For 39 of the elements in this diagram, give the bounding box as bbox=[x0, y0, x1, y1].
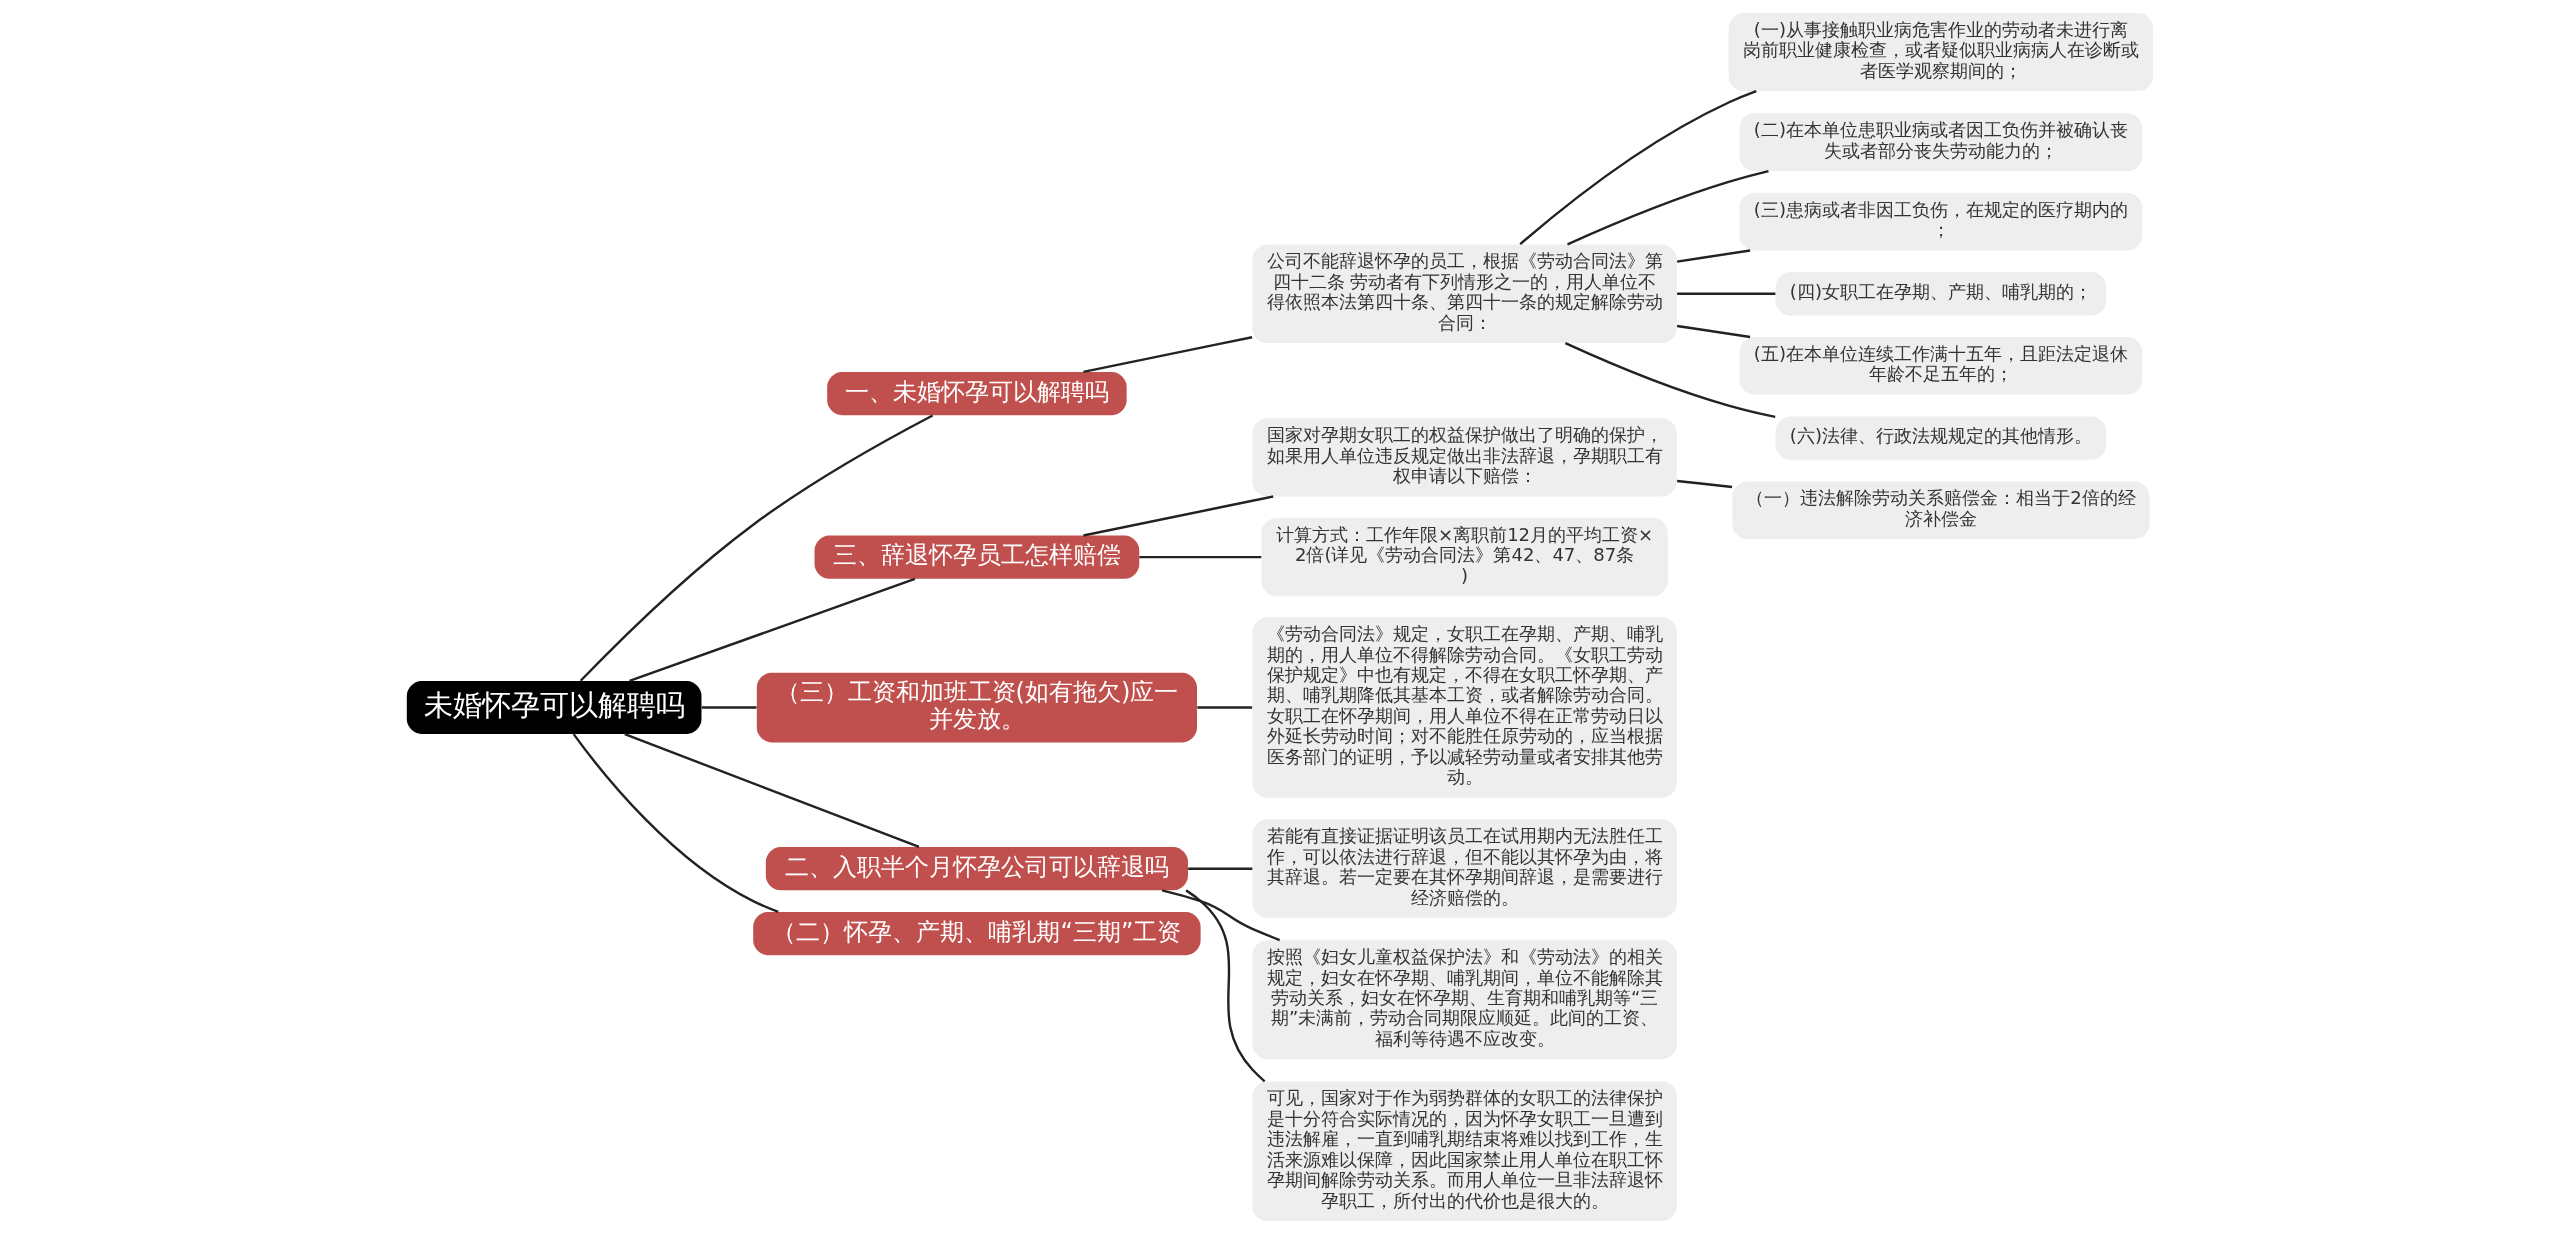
node-box: (二)在本单位患职业病或者因工负伤并被确认丧失或者部分丧失劳动能力的； bbox=[1739, 113, 2143, 172]
node-box: 国家对孕期女职工的权益保护做出了明确的保护，如果用人单位违反规定做出非法辞退，孕期职工有权申请以下赔偿： bbox=[1252, 418, 1677, 497]
connector bbox=[1564, 342, 1776, 419]
connector bbox=[1676, 324, 1751, 339]
node-box: 若能有直接证据证明该员工在试用期内无法胜任工作，可以依法进行辞退，但不能以其怀孕为由，将其辞退。若一定要在其怀孕期间辞退，是需要进行经济赔偿的。 bbox=[1252, 819, 1677, 918]
connector bbox=[1519, 90, 1757, 246]
connector bbox=[1083, 495, 1274, 537]
node-box: 《劳动合同法》规定，女职工在孕期、产期、哺乳期的，用人单位不得解除劳动合同。《女职工劳动保护规定》中也有规定，不得在女职工怀孕期、产期、哺乳期降低其基本工资，或者解除劳动合同。女职工在怀孕期间，用人单位不得在正常劳动日以外延长劳动时间；对不能胜任原劳动的，应当根据医务部门的证明，予以减轻劳动量或者安排其他劳动。 bbox=[1252, 617, 1677, 798]
connector bbox=[1185, 889, 1266, 1083]
connector bbox=[1083, 336, 1253, 374]
connector bbox=[1676, 249, 1751, 263]
connector bbox=[1677, 292, 1776, 295]
node-box: (六)法律、行政法规规定的其他情形。 bbox=[1775, 416, 2107, 460]
connector bbox=[624, 733, 920, 849]
node-box: (一)从事接触职业病危害作业的劳动者未进行离岗前职业健康检查，或者疑似职业病病人在诊断或者医学观察期间的； bbox=[1728, 12, 2154, 92]
node-box: （一）违法解除劳动关系赔偿金：相当于2倍的经济补偿金 bbox=[1732, 481, 2150, 540]
node-box: (五)在本单位连续工作满十五年，且距法定退休年龄不足五年的； bbox=[1739, 337, 2143, 395]
connector bbox=[1161, 889, 1281, 942]
node-box: 公司不能辞退怀孕的员工，根据《劳动合同法》第四十二条 劳动者有下列情形之一的，用人单位不得依照本法第四十条、第四十一条的规定解除劳动合同： bbox=[1252, 244, 1677, 344]
connector bbox=[629, 577, 916, 683]
connector bbox=[1567, 170, 1769, 246]
node-box: 按照《妇女儿童权益保护法》和《劳动法》的相关规定，妇女在怀孕期、哺乳期间，单位不能解除其劳动关系，妇女在怀孕期、生育期和哺乳期等“三期”未满前，劳动合同期限应顺延。此间的工资、福利等待遇不应改变。 bbox=[1252, 940, 1677, 1060]
node-box: （二）怀孕、产期、哺乳期“三期”工资 bbox=[753, 911, 1201, 956]
connector bbox=[1677, 479, 1733, 489]
node-box: 一、未婚怀孕可以解聘吗 bbox=[827, 371, 1127, 416]
node-box: （三）工资和加班工资(如有拖欠)应一并发放。 bbox=[756, 672, 1197, 743]
connector bbox=[701, 706, 757, 709]
connector bbox=[1139, 555, 1262, 559]
connector bbox=[572, 733, 779, 913]
node-box: 计算方式：工作年限×离职前12月的平均工资×2倍(详见《劳动合同法》第42、47、87条) bbox=[1261, 518, 1668, 597]
node-box: (三)患病或者非因工负伤，在规定的医疗期内的； bbox=[1739, 192, 2143, 251]
connector bbox=[1197, 706, 1253, 709]
node-box: (四)女职工在孕期、产期、哺乳期的； bbox=[1775, 272, 2107, 316]
node-box: 三、辞退怀孕员工怎样赔偿 bbox=[814, 535, 1140, 579]
connector bbox=[579, 414, 934, 682]
node-box: 二、入职半个月怀孕公司可以辞退吗 bbox=[765, 847, 1188, 891]
connector bbox=[1188, 867, 1253, 870]
node-box: 可见，国家对于作为弱势群体的女职工的法律保护是十分符合实际情况的，因为怀孕女职工一旦遭到违法解雇，一直到哺乳期结束将难以找到工作，生活来源难以保障，因此国家禁止用人单位在职工怀孕期间解除劳动关系。而用人单位一旦非法辞退怀孕职工，所付出的代价也是很大的。 bbox=[1252, 1081, 1677, 1222]
node-box: 未婚怀孕可以解聘吗 bbox=[406, 681, 702, 734]
